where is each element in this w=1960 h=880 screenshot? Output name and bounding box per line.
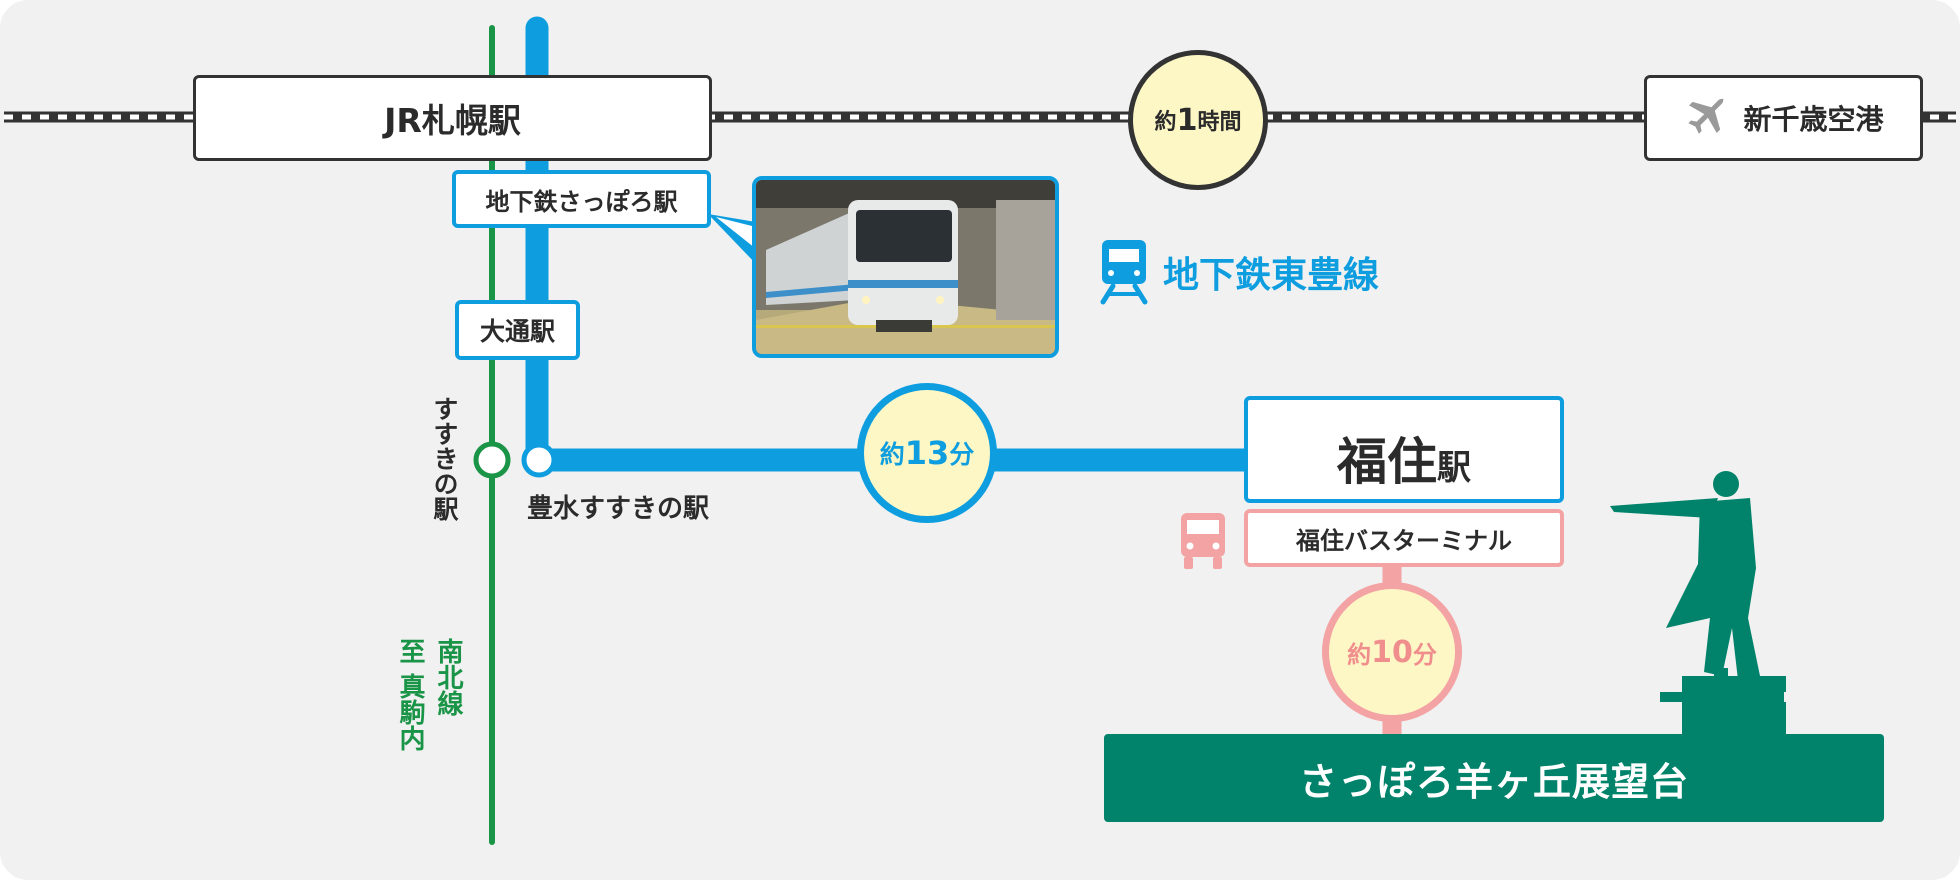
- airplane-icon: [1683, 95, 1729, 141]
- hosui-susukino-station-label: 豊水すすきの駅: [527, 494, 710, 524]
- subway-train-icon: [1100, 238, 1148, 306]
- subway-sapporo-station-label: 地下鉄さっぽろ駅: [485, 187, 678, 216]
- subway-train-photo: [752, 176, 1059, 358]
- clark-statue-icon: [1600, 468, 1790, 740]
- jr-duration-unit: 時間: [1197, 110, 1242, 135]
- toho-duration-unit: 分: [949, 440, 975, 469]
- fukuzumi-station-name: 福住: [1337, 433, 1437, 491]
- jr-duration-number: 1: [1176, 102, 1198, 138]
- bus-duration-unit: 分: [1412, 640, 1437, 669]
- fukuzumi-bus-terminal-label: 福住バスターミナル: [1296, 526, 1512, 555]
- destination-bar: さっぽろ羊ヶ丘展望台: [1104, 734, 1884, 822]
- fukuzumi-bus-terminal-box: 福住バスターミナル: [1244, 509, 1564, 567]
- toho-duration-prefix: 約: [879, 440, 905, 469]
- odori-station-box: 大通駅: [455, 300, 580, 360]
- hosui-susukino-station-marker: [521, 442, 557, 478]
- namboku-line-name: 南北線: [433, 638, 463, 716]
- jr-sapporo-station-label: JR札幌駅: [384, 101, 521, 140]
- bus-duration-number: 10: [1371, 634, 1413, 670]
- destination-label: さっぽろ羊ヶ丘展望台: [1298, 759, 1689, 804]
- toho-line-name: 地下鉄東豊線: [1163, 255, 1380, 296]
- susukino-station-marker: [473, 441, 511, 479]
- new-chitose-airport-box: 新千歳空港: [1644, 75, 1923, 161]
- fukuzumi-station-box: 福住駅: [1244, 396, 1564, 503]
- subway-sapporo-station-box: 地下鉄さっぽろ駅: [452, 170, 711, 228]
- jr-sapporo-station-box: JR札幌駅: [193, 75, 712, 161]
- fukuzumi-station-suffix: 駅: [1437, 448, 1471, 488]
- toho-duration-number: 13: [904, 434, 950, 472]
- new-chitose-airport-label: 新千歳空港: [1743, 103, 1884, 136]
- susukino-station-label: すすきの駅: [430, 396, 459, 521]
- namboku-line-direction: 至 真駒内: [395, 638, 425, 752]
- odori-station-label: 大通駅: [479, 317, 555, 346]
- jr-duration-prefix: 約: [1154, 110, 1177, 135]
- bus-duration-prefix: 約: [1347, 640, 1372, 669]
- bus-icon: [1178, 510, 1228, 572]
